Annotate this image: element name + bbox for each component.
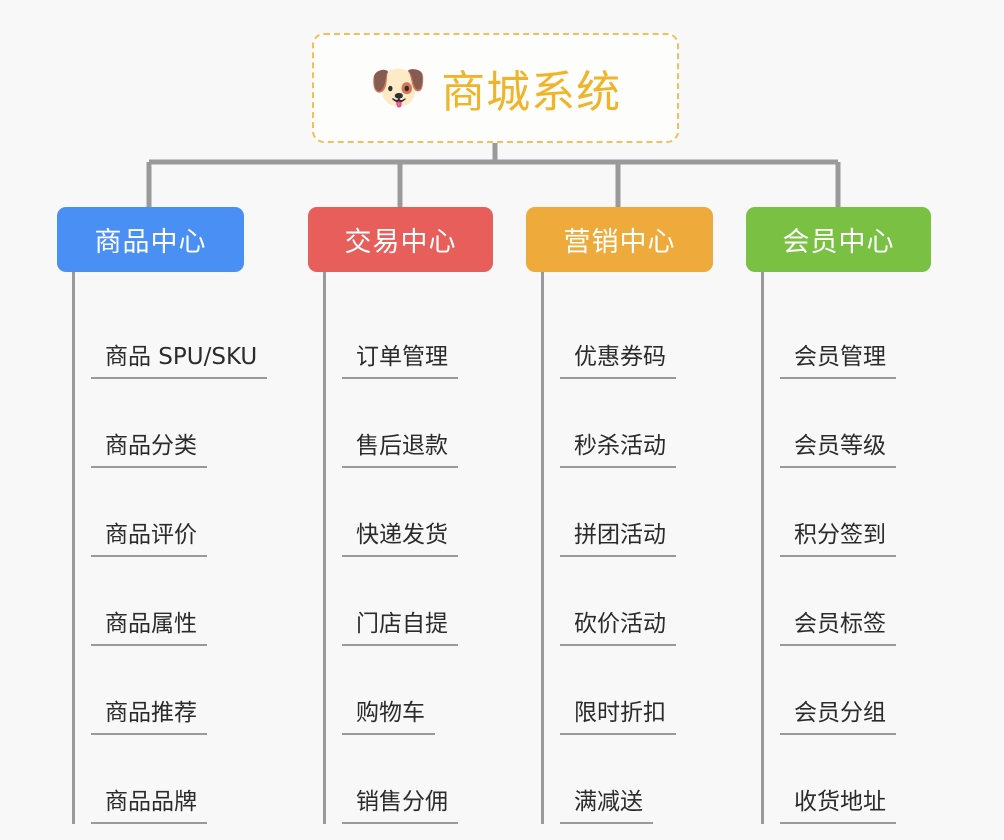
leaf-label: 优惠券码 <box>560 344 676 379</box>
list-item[interactable]: 快递发货 <box>342 468 553 557</box>
leaf-label: 商品评价 <box>91 522 207 557</box>
list-item[interactable]: 会员管理 <box>780 290 991 379</box>
leaf-label: 订单管理 <box>342 344 458 379</box>
branch-column-3: 会员中心 会员管理 会员等级 积分签到 会员标签 会员分组 收货地址 <box>746 207 991 824</box>
branch-header-2[interactable]: 营销中心 <box>526 207 713 272</box>
list-item[interactable]: 收货地址 <box>780 735 991 824</box>
list-item[interactable]: 会员分组 <box>780 646 991 735</box>
leaf-label: 购物车 <box>342 700 435 735</box>
list-item[interactable]: 砍价活动 <box>560 557 771 646</box>
list-item[interactable]: 秒杀活动 <box>560 379 771 468</box>
leaf-label: 商品 SPU/SKU <box>91 344 268 379</box>
list-item[interactable]: 限时折扣 <box>560 646 771 735</box>
branch-header-0[interactable]: 商品中心 <box>57 207 244 272</box>
list-item[interactable]: 购物车 <box>342 646 553 735</box>
branch-column-0: 商品中心 商品 SPU/SKU 商品分类 商品评价 商品属性 商品推荐 商品品牌 <box>57 207 302 824</box>
leaf-label: 会员管理 <box>780 344 896 379</box>
leaf-label: 收货地址 <box>780 789 896 824</box>
leaf-label: 快递发货 <box>342 522 458 557</box>
leaf-label: 会员分组 <box>780 700 896 735</box>
list-item[interactable]: 商品属性 <box>91 557 302 646</box>
leaf-label: 秒杀活动 <box>560 433 676 468</box>
list-item[interactable]: 售后退款 <box>342 379 553 468</box>
list-item[interactable]: 会员等级 <box>780 379 991 468</box>
list-item[interactable]: 拼团活动 <box>560 468 771 557</box>
leaf-label: 砍价活动 <box>560 611 676 646</box>
list-item[interactable]: 满减送 <box>560 735 771 824</box>
leaf-label: 商品推荐 <box>91 700 207 735</box>
branch-header-3[interactable]: 会员中心 <box>746 207 931 272</box>
leaf-label: 售后退款 <box>342 433 458 468</box>
list-item[interactable]: 商品推荐 <box>91 646 302 735</box>
shiba-dog-icon: 🐶 <box>369 60 428 114</box>
leaf-label: 满减送 <box>560 789 653 824</box>
list-item[interactable]: 商品品牌 <box>91 735 302 824</box>
leaf-label: 积分签到 <box>780 522 896 557</box>
branch-column-2: 营销中心 优惠券码 秒杀活动 拼团活动 砍价活动 限时折扣 满减送 <box>526 207 771 824</box>
list-item[interactable]: 商品 SPU/SKU <box>91 290 302 379</box>
branch-leaf-list-3: 会员管理 会员等级 积分签到 会员标签 会员分组 收货地址 <box>761 272 991 824</box>
list-item[interactable]: 积分签到 <box>780 468 991 557</box>
leaf-label: 限时折扣 <box>560 700 676 735</box>
list-item[interactable]: 订单管理 <box>342 290 553 379</box>
leaf-label: 门店自提 <box>342 611 458 646</box>
leaf-label: 销售分佣 <box>342 789 458 824</box>
root-node[interactable]: 🐶 商城系统 <box>312 33 679 143</box>
list-item[interactable]: 优惠券码 <box>560 290 771 379</box>
branch-column-1: 交易中心 订单管理 售后退款 快递发货 门店自提 购物车 销售分佣 <box>308 207 553 824</box>
leaf-label: 会员标签 <box>780 611 896 646</box>
leaf-label: 商品分类 <box>91 433 207 468</box>
leaf-label: 商品属性 <box>91 611 207 646</box>
list-item[interactable]: 商品评价 <box>91 468 302 557</box>
branch-leaf-list-1: 订单管理 售后退款 快递发货 门店自提 购物车 销售分佣 <box>323 272 553 824</box>
branch-leaf-list-0: 商品 SPU/SKU 商品分类 商品评价 商品属性 商品推荐 商品品牌 <box>72 272 302 824</box>
root-title: 商城系统 <box>441 67 622 118</box>
list-item[interactable]: 会员标签 <box>780 557 991 646</box>
list-item[interactable]: 销售分佣 <box>342 735 553 824</box>
leaf-label: 会员等级 <box>780 433 896 468</box>
list-item[interactable]: 商品分类 <box>91 379 302 468</box>
leaf-label: 拼团活动 <box>560 522 676 557</box>
leaf-label: 商品品牌 <box>91 789 207 824</box>
branch-header-1[interactable]: 交易中心 <box>308 207 493 272</box>
list-item[interactable]: 门店自提 <box>342 557 553 646</box>
branch-leaf-list-2: 优惠券码 秒杀活动 拼团活动 砍价活动 限时折扣 满减送 <box>541 272 771 824</box>
